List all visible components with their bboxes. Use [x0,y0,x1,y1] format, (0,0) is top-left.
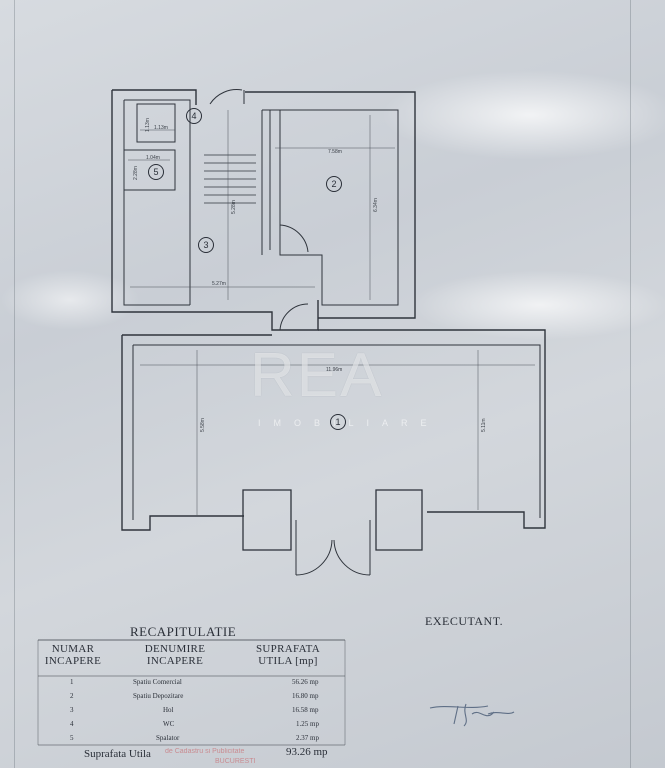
paper-glare [380,70,665,160]
row-area: 16.58 mp [292,706,319,714]
room-label-1: 1 [330,414,346,430]
room-label-5: 5 [148,164,164,180]
total-area-label: Suprafata Utila [84,748,151,760]
row-name: Spatiu Comercial [133,678,182,686]
row-area: 1.25 mp [296,720,319,728]
signature [429,703,515,727]
row-nr: 1 [70,678,74,686]
row-nr: 3 [70,706,74,714]
door-mid [279,224,309,253]
spalator-room [124,149,176,191]
room-label-3: 3 [198,237,214,253]
front-door-right [333,539,371,576]
dimension-room5-width: 1.04m [146,155,160,161]
row-name: WC [163,720,175,728]
row-area: 56.26 mp [292,678,319,686]
stamp-text-city: BUCURESTI [215,758,256,765]
row-area: 2.37 mp [296,734,319,742]
room-label-4: 4 [186,108,202,124]
row-nr: 4 [70,720,74,728]
row-name: Spalator [156,734,180,742]
paper-fold [630,0,631,768]
wall-inner-bottom [132,344,541,520]
room-label-2: 2 [326,176,342,192]
row-nr: 2 [70,692,74,700]
wall-inner-left [123,99,191,306]
row-name: Hol [163,706,174,714]
wall-outline-right [245,91,416,319]
row-nr: 5 [70,734,74,742]
header-suprafata: SUPRAFATA UTILA [mp] [256,643,320,667]
row-area: 16.80 mp [292,692,319,700]
recap-title: RECAPITULATIE [130,624,237,639]
dimension-room2-width: 7.58m [328,149,342,155]
wc-room [136,103,176,143]
pillar-right [375,489,423,551]
pillar-left [242,489,292,551]
watermark-logo: REA [250,341,384,410]
door-lower [279,303,309,331]
paper-fold [14,0,15,768]
watermark-subtitle: IMOBILIARE [258,418,440,428]
dimension-room3-width: 5.27m [212,281,226,287]
wall-outline-left [111,89,319,331]
header-denumire: DENUMIRE INCAPERE [144,643,206,667]
dimension-room4-width: 1.13m [154,125,168,131]
front-door-left [295,539,333,576]
header-numar: NUMAR INCAPERE [44,643,102,667]
paper-glare [0,270,140,330]
door-top [209,89,243,105]
stairs [204,154,256,204]
executant-label: EXECUTANT. [425,614,504,628]
stamp-text: de Cadastru si Publicitate [165,748,245,755]
row-name: Spatiu Depozitare [133,692,184,700]
floor-plan [111,89,546,576]
paper-glare [410,270,665,340]
wall-inner-right [262,109,399,306]
dimension-room1-width: 11.96m [326,367,343,373]
total-area-value: 93.26 mp [286,746,328,758]
wall-outline-bottom [121,329,546,531]
